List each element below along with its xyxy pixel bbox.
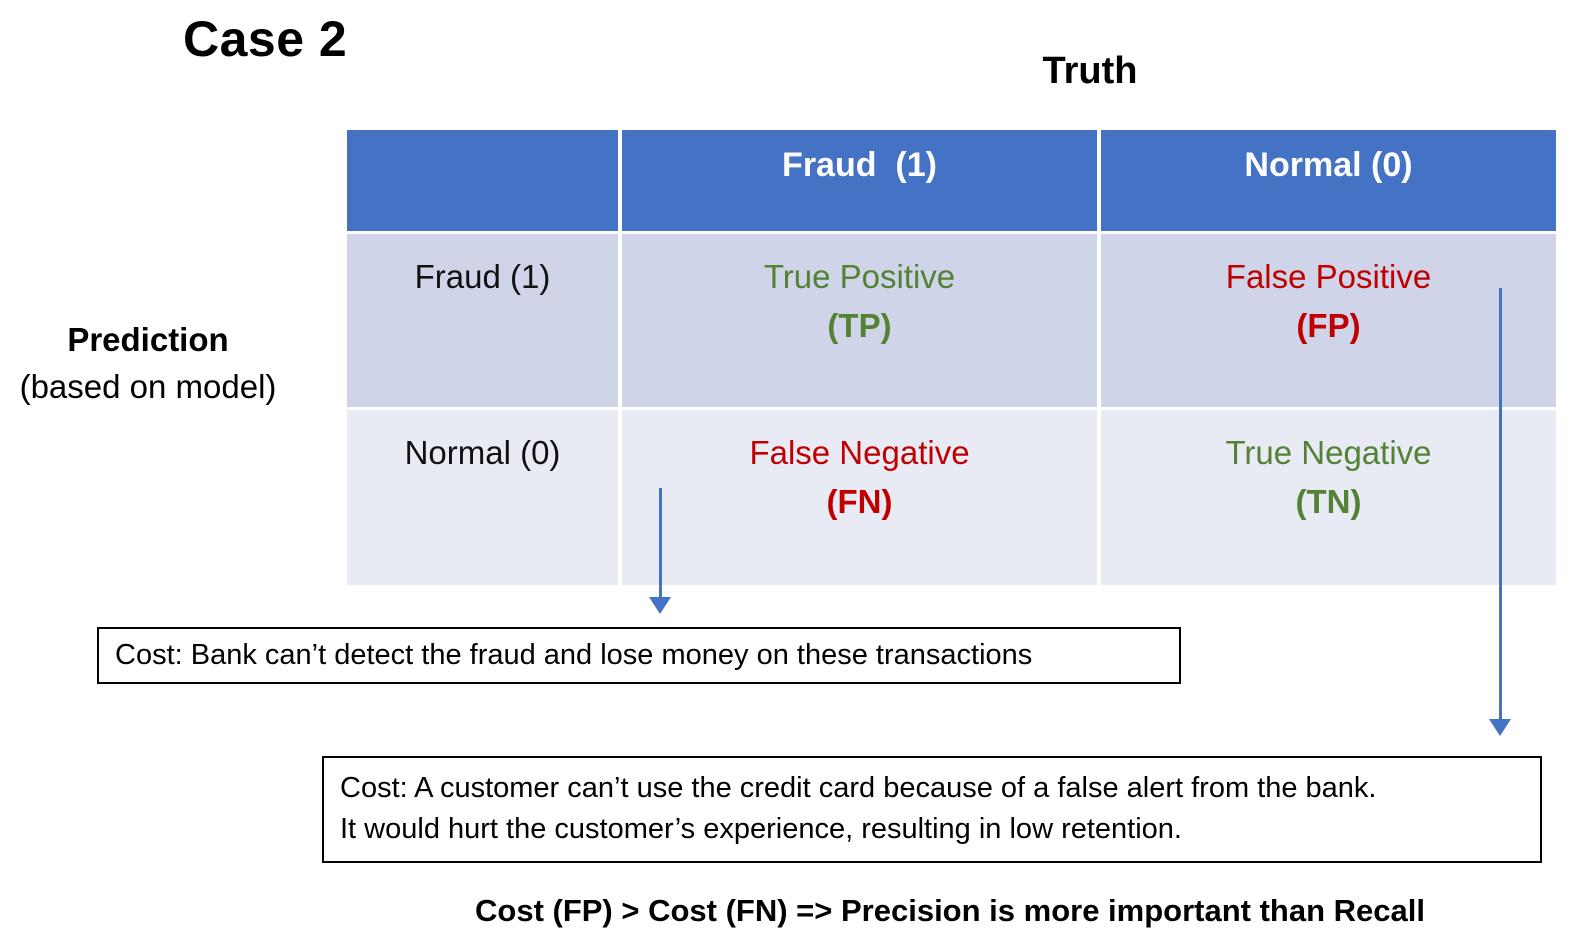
row-label-normal: Normal (0) bbox=[347, 410, 618, 585]
prediction-axis-label-line1: Prediction bbox=[67, 321, 229, 358]
cell-true-negative-abbr: (TN) bbox=[1295, 483, 1362, 520]
cell-false-negative: False Negative (FN) bbox=[622, 410, 1097, 585]
confusion-matrix: Fraud (1) Normal (0) Fraud (1) True Posi… bbox=[347, 130, 1556, 585]
cell-true-positive-name: True Positive bbox=[763, 258, 956, 295]
matrix-corner-cell bbox=[347, 130, 618, 231]
col-header-fraud: Fraud (1) bbox=[622, 130, 1097, 231]
fp-down-arrow-icon bbox=[1499, 288, 1502, 720]
cell-true-positive: True Positive (TP) bbox=[622, 234, 1097, 407]
cell-true-negative-name: True Negative bbox=[1225, 434, 1432, 471]
row-label-fraud: Fraud (1) bbox=[347, 234, 618, 407]
cell-false-negative-abbr: (FN) bbox=[826, 483, 893, 520]
fn-down-arrow-icon bbox=[659, 488, 662, 598]
page-title: Case 2 bbox=[183, 11, 348, 67]
fp-cost-text-line2: It would hurt the customer’s experience,… bbox=[340, 813, 1182, 845]
cell-false-positive: False Positive (FP) bbox=[1101, 234, 1556, 407]
col-header-normal: Normal (0) bbox=[1101, 130, 1556, 231]
cell-false-positive-name: False Positive bbox=[1225, 258, 1432, 295]
fn-cost-callout: Cost: Bank can’t detect the fraud and lo… bbox=[97, 627, 1181, 684]
fp-cost-callout: Cost: A customer can’t use the credit ca… bbox=[322, 756, 1542, 863]
cell-false-positive-abbr: (FP) bbox=[1296, 307, 1361, 344]
cell-false-negative-name: False Negative bbox=[749, 434, 970, 471]
fn-down-arrow-head-icon bbox=[649, 597, 671, 614]
prediction-axis-label: Prediction (based on model) bbox=[0, 316, 296, 410]
conclusion-text: Cost (FP) > Cost (FN) => Precision is mo… bbox=[475, 893, 1425, 928]
fp-down-arrow-head-icon bbox=[1489, 719, 1511, 736]
truth-axis-label: Truth bbox=[1042, 50, 1138, 92]
cell-true-negative: True Negative (TN) bbox=[1101, 410, 1556, 585]
cell-true-positive-abbr: (TP) bbox=[827, 307, 892, 344]
prediction-axis-label-line2: (based on model) bbox=[19, 368, 277, 405]
fn-cost-text: Cost: Bank can’t detect the fraud and lo… bbox=[115, 639, 1033, 671]
fp-cost-text-line1: Cost: A customer can’t use the credit ca… bbox=[340, 772, 1377, 804]
